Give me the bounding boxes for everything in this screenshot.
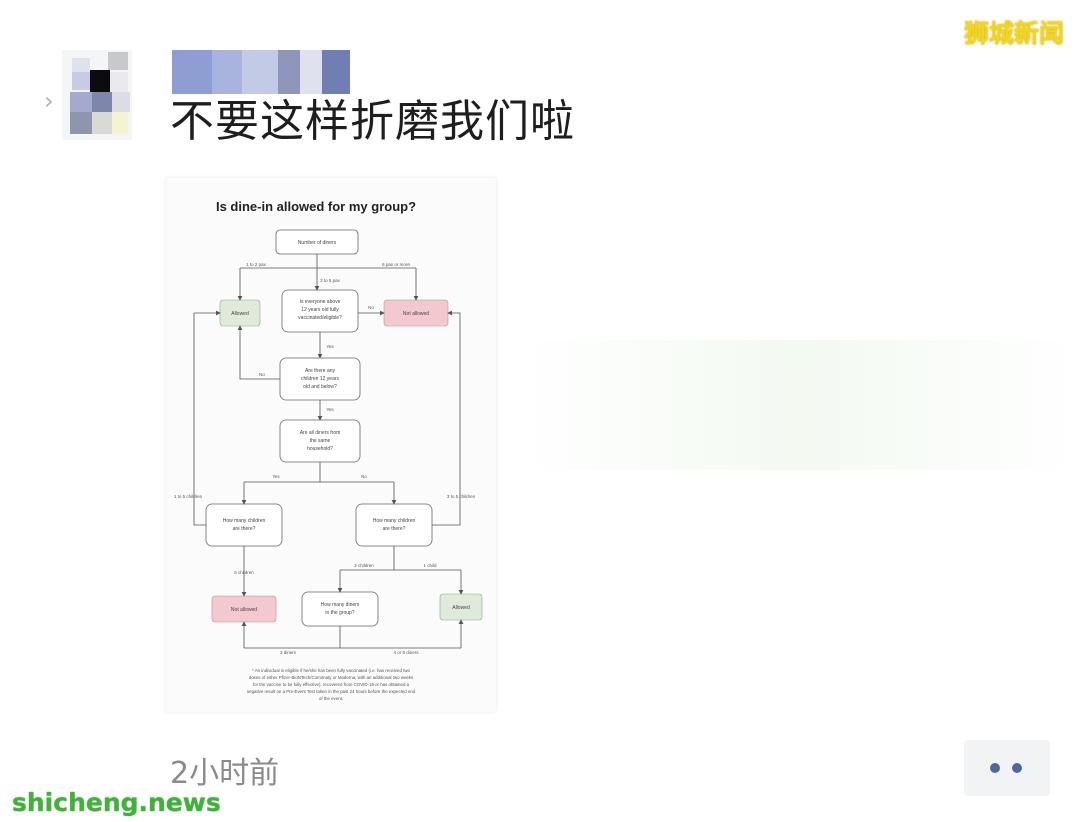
edge-label-5-children: 5 children xyxy=(234,570,254,575)
watermark-top: 狮城新闻 xyxy=(963,19,1064,48)
svg-text:How many diners: How many diners xyxy=(321,602,360,608)
chevron-left-icon: › xyxy=(44,87,54,115)
more-button[interactable] xyxy=(964,740,1050,796)
svg-text:How many children: How many children xyxy=(373,518,416,524)
svg-text:Is everyone above: Is everyone above xyxy=(300,299,341,305)
node-q-household: Are all diners from the same household? xyxy=(279,419,361,463)
edge-label-1-child: 1 child xyxy=(423,563,437,568)
svg-text:How many children: How many children xyxy=(223,518,266,524)
svg-text:vaccinated/eligible?: vaccinated/eligible? xyxy=(298,315,342,321)
node-not-allowed-top: Not allowed xyxy=(383,299,449,327)
dot xyxy=(1012,763,1022,773)
username-blurred[interactable] xyxy=(172,50,350,94)
edge-label-no-2: No xyxy=(259,372,265,377)
edge-label-no-3: No xyxy=(361,474,367,479)
svg-text:Allowed: Allowed xyxy=(231,311,249,317)
edge-label-yes-3: Yes xyxy=(272,474,280,479)
flowchart-title: Is dine-in allowed for my group? xyxy=(216,199,416,214)
svg-text:Are all diners from: Are all diners from xyxy=(300,430,341,436)
dot xyxy=(990,763,1000,773)
node-start: Number of diners xyxy=(275,229,359,255)
svg-text:are there?: are there? xyxy=(383,526,406,532)
svg-text:Not allowed: Not allowed xyxy=(231,607,257,613)
node-q-children: Are there any children 12 years old and … xyxy=(279,357,361,401)
edge-label-3-diners: 3 diners xyxy=(280,650,297,655)
node-not-allowed-bottom: Not allowed xyxy=(211,595,277,623)
svg-text:children 12 years: children 12 years xyxy=(301,376,340,382)
node-q-howmany-left: How many children are there? xyxy=(205,503,283,547)
edge-label-left-children: 1 to 5 children xyxy=(174,494,203,499)
footnote-line: of the event. xyxy=(319,696,343,701)
node-q-diners: How many diners in the group? xyxy=(301,591,379,627)
footnote-line: doses of either Pfizer-BioNTech/Comirnat… xyxy=(249,675,414,680)
svg-text:Allowed: Allowed xyxy=(452,605,470,611)
svg-text:household?: household? xyxy=(307,446,333,452)
svg-text:the same: the same xyxy=(310,438,331,444)
edge-label-2-children: 2 children xyxy=(354,563,374,568)
post-timestamp: 2小时前 xyxy=(170,756,280,791)
node-allowed-bottom: Allowed xyxy=(439,593,483,621)
edge-label-4-5-diners: 4 or 5 diners xyxy=(393,650,419,655)
svg-text:12 years old fully: 12 years old fully xyxy=(301,307,339,313)
footnote-line: for the vaccine to be fully effective), … xyxy=(253,682,410,687)
svg-text:are there?: are there? xyxy=(233,526,256,532)
watermark-bottom: shicheng.news xyxy=(12,788,221,817)
post-text: 不要这样折磨我们啦 xyxy=(170,96,575,147)
edge-label-right-children: 3 to 5 children xyxy=(447,494,476,499)
svg-text:in the group?: in the group? xyxy=(325,610,354,616)
footnote-line: * An individual is eligible if he/she ha… xyxy=(252,668,410,673)
edge-label-yes-1: Yes xyxy=(326,344,334,349)
flowchart-svg: Is dine-in allowed for my group? Number … xyxy=(174,199,483,701)
edge-label-1-2-pax: 1 to 2 pax xyxy=(246,262,267,267)
svg-text:old and below?: old and below? xyxy=(303,384,337,390)
svg-text:Not allowed: Not allowed xyxy=(403,311,429,317)
edge-label-3-5-pax: 3 to 5 pax xyxy=(320,278,341,283)
edge-label-6-more: 6 pax or more xyxy=(382,262,410,267)
node-allowed-top: Allowed xyxy=(219,299,261,327)
post-image-flowchart[interactable]: Is dine-in allowed for my group? Number … xyxy=(166,178,496,712)
svg-text:Number of diners: Number of diners xyxy=(298,240,337,246)
svg-text:Are there any: Are there any xyxy=(305,368,336,374)
background-band xyxy=(520,340,1080,470)
footnote-line: negative result on a Pre-Event Test take… xyxy=(247,689,416,694)
edge-label-yes-2: Yes xyxy=(326,407,334,412)
node-q-howmany-right: How many children are there? xyxy=(355,503,433,547)
flowchart-edges xyxy=(193,254,464,649)
avatar[interactable] xyxy=(62,50,132,140)
edge-label-no-1: No xyxy=(368,305,374,310)
node-q-age: Is everyone above 12 years old fully vac… xyxy=(281,289,359,333)
